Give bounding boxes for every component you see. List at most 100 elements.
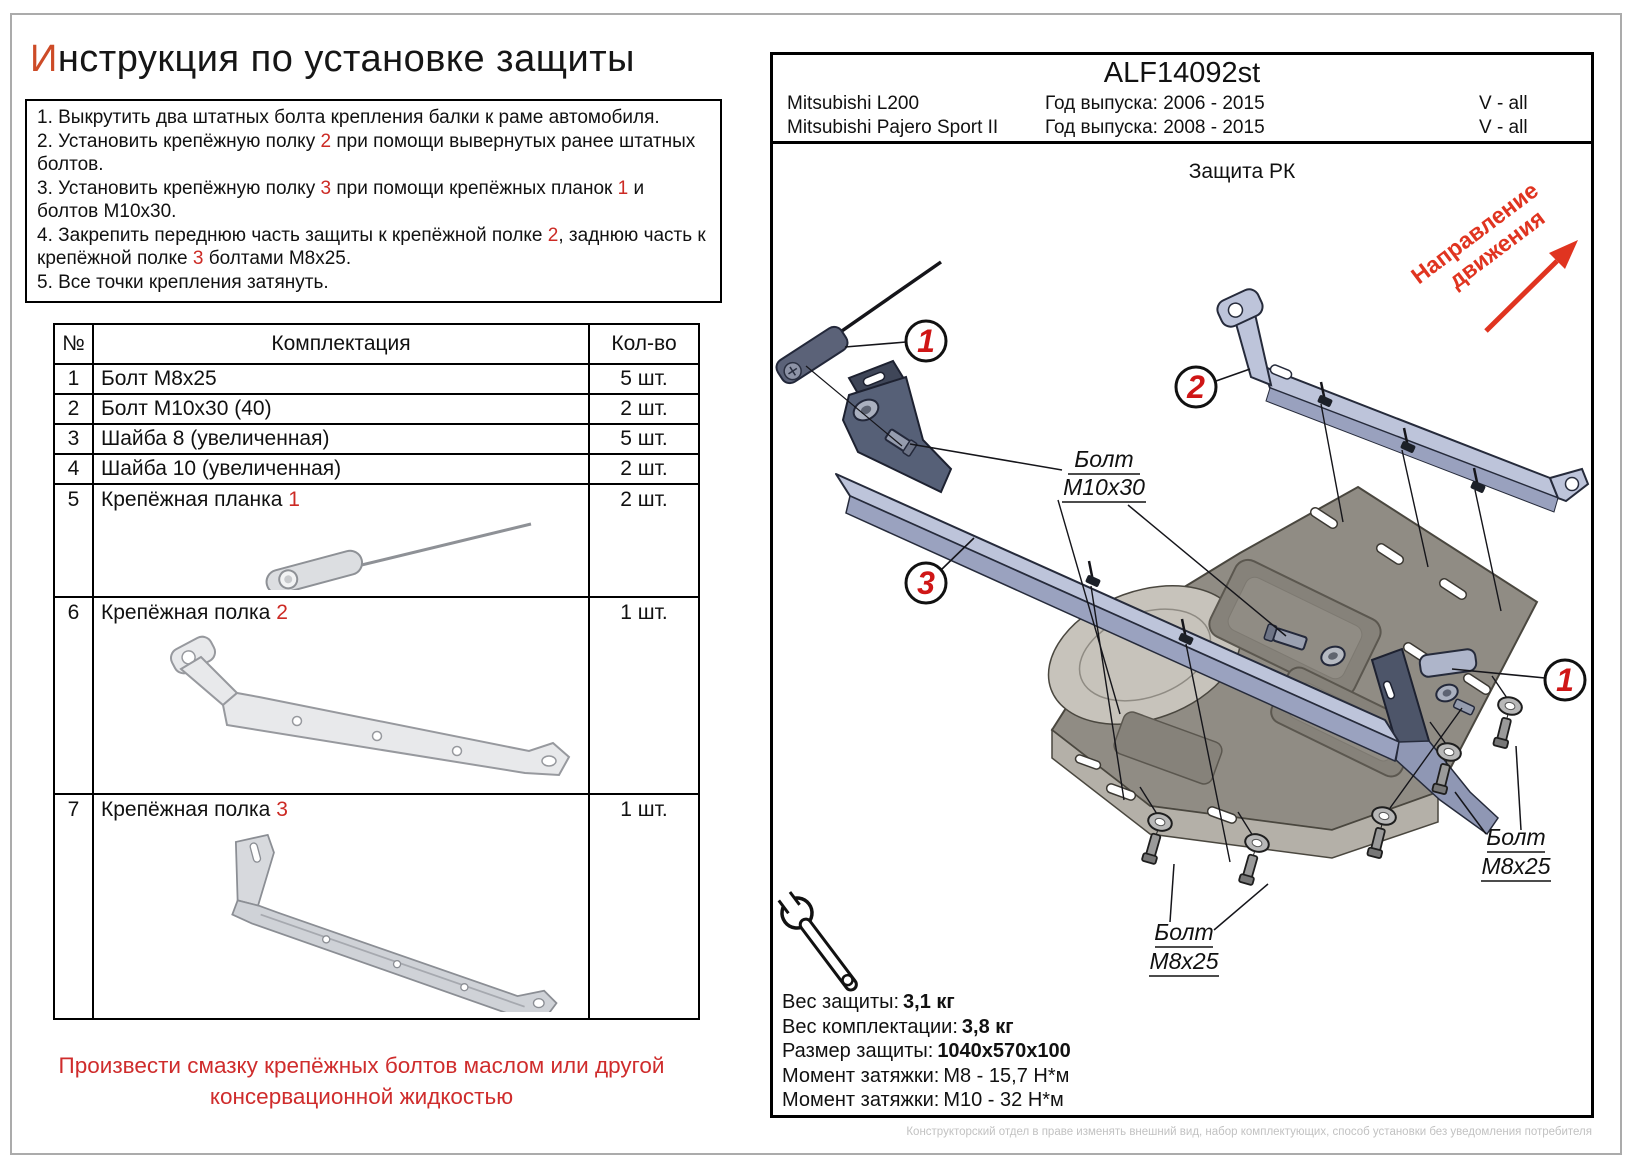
drawing-labels: Болт М10х30 Болт М8х25 Болт М8х25: [909, 443, 1551, 977]
svg-text:Болт: Болт: [1486, 824, 1545, 850]
instruction-text: 2. Установить крепёжную полку: [37, 130, 321, 152]
drawing-area: [770, 141, 1594, 1118]
instruction-step: 2. Установить крепёжную полку 2 при помо…: [37, 130, 710, 177]
rail-left-bracket: [841, 359, 953, 494]
bolt-m10-on-plate: [1263, 623, 1346, 667]
label-bolt-m10x30: Болт М10х30: [909, 443, 1287, 637]
cell-qty: 5 шт.: [588, 423, 700, 455]
cell-qty: 2 шт.: [588, 453, 700, 485]
cell-num: 4: [53, 453, 94, 485]
instructions-box: 1. Выкрутить два штатных болта крепления…: [25, 99, 722, 303]
instruction-text: 4. Закрепить переднюю часть защиты к кре…: [37, 224, 548, 246]
instruction-text: и болтов М10х30.: [37, 177, 645, 223]
instruction-red-ref: 2: [320, 130, 332, 152]
drawing-title: Защита РК: [1188, 160, 1296, 183]
instruction-red-ref: 3: [320, 177, 332, 199]
cell-name: Болт М10х30 (40): [92, 393, 590, 425]
page-title-first-letter: И: [30, 38, 58, 80]
model-engine: V - all: [1479, 117, 1528, 138]
washer-10: [852, 398, 880, 422]
callout-1-top: 1: [917, 323, 935, 359]
svg-text:М8х25: М8х25: [1149, 948, 1218, 974]
cell-name: Крепёжная полка 2: [92, 596, 590, 795]
model-years: Год выпуска: 2008 - 2015: [1045, 117, 1265, 138]
lubrication-note: Произвести смазку крепёжных болтов масло…: [25, 1050, 698, 1112]
cell-num: 1: [53, 363, 94, 395]
cell-qty: 2 шт.: [588, 393, 700, 425]
parts-table-body: 1 Болт М8х25 5 шт. 2 Болт М10х30 (40) 2 шт. 3 Ш…: [53, 363, 700, 1020]
part-image-polka2: [101, 629, 587, 792]
instruction-red-ref: 1: [617, 177, 629, 199]
bolts-m8-group: [1141, 696, 1523, 886]
spec-line: Вес защиты:3,1 кг: [782, 990, 1071, 1015]
direction-of-travel: Направление движения: [1406, 177, 1578, 333]
shelf2-bolts: [1317, 381, 1486, 493]
instruction-step: 5. Все точки крепления затянуть.: [37, 271, 710, 295]
rail-bolt-1: [1085, 560, 1101, 587]
svg-text:Болт: Болт: [1154, 919, 1213, 945]
assembly-lines: [1057, 403, 1508, 863]
spec-value: М10 - 32 Н*м: [943, 1089, 1064, 1111]
spec-label: Момент затяжки:: [782, 1064, 940, 1087]
lubrication-note-line2: консервационной жидкостью: [209, 1084, 514, 1109]
direction-arrow-icon: [1484, 240, 1578, 333]
spec-line: Вес комплектации:3,8 кг: [782, 1015, 1071, 1040]
instruction-step: 4. Закрепить переднюю часть защиты к кре…: [37, 224, 710, 271]
callout-3: 3: [917, 565, 935, 601]
instruction-text: , заднюю часть к крепёжной полке: [37, 224, 706, 270]
instruction-red-ref: 3: [192, 248, 204, 269]
rail-bolt-2: [1178, 618, 1194, 645]
svg-text:М8х25: М8х25: [1481, 853, 1550, 879]
spec-label: Момент затяжки:: [782, 1089, 940, 1111]
instruction-step: 3. Установить крепёжную полку 3 при помо…: [37, 177, 710, 224]
spec-value: 1040х570х100: [937, 1040, 1071, 1062]
cell-name: Крепёжная полка 3: [92, 793, 590, 1020]
part-name: Крепёжная полка: [101, 601, 277, 624]
col-header-qty: Кол-во: [588, 323, 700, 365]
col-header-name: Комплектация: [92, 323, 590, 365]
instruction-text: при помощи крепёжных планок: [331, 177, 618, 199]
cell-qty: 1 шт.: [588, 596, 700, 795]
model-years: Год выпуска: 2006 - 2015: [1045, 93, 1265, 114]
spec-value: 3,1 кг: [903, 991, 955, 1013]
part-red-ref: 3: [276, 798, 288, 821]
label-bolt-m8x25-bottom: Болт М8х25: [1149, 863, 1269, 977]
spec-line: Момент затяжки:М10 - 32 Н*м: [782, 1088, 1071, 1113]
spec-line: Размер защиты:1040х570х100: [782, 1039, 1071, 1064]
instruction-text: при помощи вывернутых ранее штатных болт…: [37, 130, 696, 176]
part-image-polka3: [101, 826, 587, 1017]
page-border: [10, 13, 1622, 1155]
part-name: Крепёжная полка: [101, 798, 277, 821]
spec-value: М8 - 15,7 Н*м: [943, 1064, 1070, 1087]
cell-name: Шайба 8 (увеличенная): [92, 423, 590, 455]
spec-label: Вес комплектации:: [782, 1015, 958, 1038]
instruction-red-ref: 2: [547, 224, 559, 246]
instruction-text: 5. Все точки крепления затянуть.: [37, 271, 329, 293]
part-name: Болт М10х30 (40): [101, 397, 272, 420]
part-name: Шайба 10 (увеличенная): [101, 457, 342, 480]
instruction-text: болтами М8х25.: [203, 248, 352, 269]
page-title-rest: нструкция по установке защиты: [57, 38, 635, 80]
footer-disclaimer: Конструкторский отдел в праве изменять в…: [906, 1126, 1592, 1138]
part-image-planka1: [101, 516, 587, 595]
lubrication-note-line1: Произвести смазку крепёжных болтов масло…: [58, 1053, 665, 1078]
part-name: Болт М8х25: [101, 367, 217, 390]
col-header-num: №: [53, 323, 94, 365]
model-engine: V - all: [1479, 93, 1528, 114]
wrench-icon: [776, 889, 858, 992]
spec-label: Размер защиты:: [782, 1040, 934, 1062]
instruction-step: 1. Выкрутить два штатных болта крепления…: [37, 106, 710, 130]
part-red-ref: 2: [276, 601, 288, 624]
cell-num: 5: [53, 483, 94, 598]
part-red-ref: 1: [288, 488, 300, 511]
callout-2: 2: [1186, 369, 1205, 405]
cell-name: Шайба 10 (увеличенная): [92, 453, 590, 485]
